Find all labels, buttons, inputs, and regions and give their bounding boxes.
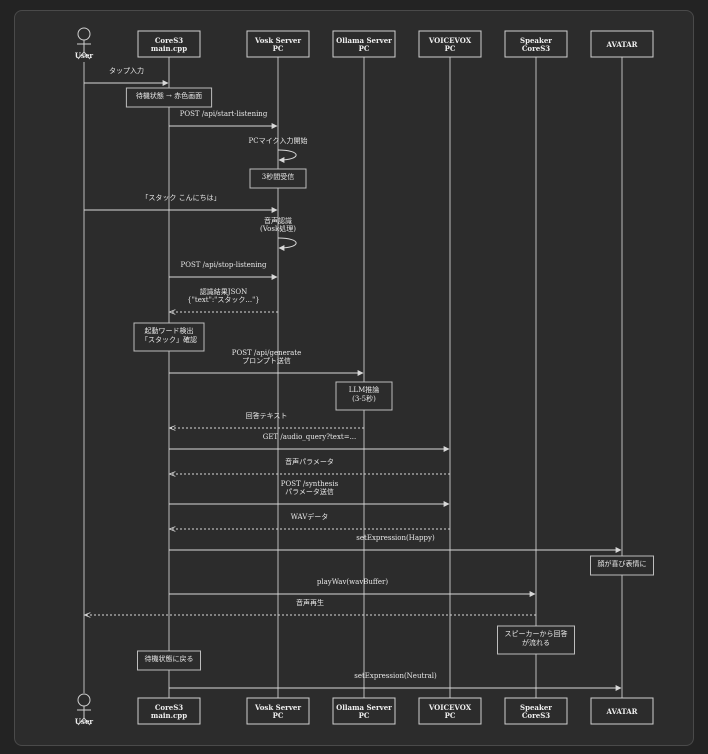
message-label: WAVデータ xyxy=(291,512,329,521)
note-label: スピーカーから回答 xyxy=(505,629,568,638)
participant-label: CoreS3 xyxy=(522,711,550,720)
message-label: 音声パラメータ xyxy=(285,457,334,466)
note-18: 顔が喜び表情に xyxy=(590,555,654,576)
message-label: setExpression(Happy) xyxy=(356,534,435,542)
participant-user-top: User xyxy=(75,27,93,60)
diagram-frame xyxy=(14,10,694,746)
note-label: 顔が喜び表情に xyxy=(598,559,647,568)
message-label: POST /api/generate xyxy=(232,349,302,357)
participant-label: CoreS3 xyxy=(155,36,183,45)
note-label: LLM推論 xyxy=(349,385,379,394)
participant-label: PC xyxy=(445,711,456,720)
message-5: 「スタック こんにちは」 xyxy=(84,193,278,213)
message-19: playWav(wavBuffer) xyxy=(169,578,536,597)
message-label: playWav(wavBuffer) xyxy=(317,578,389,586)
participant-label: Speaker xyxy=(520,36,552,45)
return-20: 音声再生 xyxy=(85,598,536,615)
note-label: 待機状態 → 赤色画面 xyxy=(136,91,202,100)
participant-label: PC xyxy=(273,711,284,720)
message-23: setExpression(Neutral) xyxy=(169,672,622,691)
message-label: POST /api/start-listening xyxy=(180,110,268,118)
participant-label: main.cpp xyxy=(151,44,187,53)
message-label: POST /api/stop-listening xyxy=(181,261,267,269)
message-13: GET /audio_query?text=... xyxy=(169,433,450,452)
participant-label: Ollama Server xyxy=(336,703,392,712)
participant-label: PC xyxy=(359,44,370,53)
participant-label: main.cpp xyxy=(151,711,187,720)
message-label: 「スタック こんにちは」 xyxy=(141,193,220,202)
note-11: LLM推論(3-5秒) xyxy=(335,381,393,411)
participant-label: AVATAR xyxy=(606,707,638,716)
message-17: setExpression(Happy) xyxy=(169,534,622,553)
self-message-3: PCマイク入力開始 xyxy=(249,136,308,163)
participant-label: VOICEVOX xyxy=(428,36,472,45)
note-label: 待機状態に戻る xyxy=(145,654,194,663)
self-message-label: (Vosk処理) xyxy=(260,224,296,233)
return-14: 音声パラメータ xyxy=(170,457,450,474)
note-label: 起動ワード検出 xyxy=(145,326,194,335)
self-message-6: 音声認識(Vosk処理) xyxy=(260,216,297,251)
message-label: プロンプト送信 xyxy=(242,356,291,365)
participant-avatar-bottom: AVATAR xyxy=(590,697,654,725)
note-label: (3-5秒) xyxy=(352,394,376,403)
participant-label: PC xyxy=(445,44,456,53)
note-label: が流れる xyxy=(522,638,550,647)
participant-label: AVATAR xyxy=(606,40,638,49)
message-label: 音声再生 xyxy=(296,598,324,607)
note-9: 起動ワード検出「スタック」確認 xyxy=(133,322,205,352)
participant-label: Ollama Server xyxy=(336,36,392,45)
self-message-label: 音声認識 xyxy=(264,216,292,225)
self-message-label: PCマイク入力開始 xyxy=(249,136,308,145)
participant-user-bottom: User xyxy=(75,693,93,726)
message-label: setExpression(Neutral) xyxy=(354,672,437,680)
return-12: 回答テキスト xyxy=(170,411,364,428)
note-label: 「スタック」確認 xyxy=(141,335,197,344)
message-label: 回答テキスト xyxy=(246,411,288,420)
actor-label: User xyxy=(75,717,93,726)
participant-label: Vosk Server xyxy=(254,703,301,712)
note-label: 3秒間受信 xyxy=(262,172,294,181)
return-16: WAVデータ xyxy=(170,512,450,529)
actor-label: User xyxy=(75,51,93,60)
note-1: 待機状態 → 赤色画面 xyxy=(125,87,213,108)
message-label: {"text":"スタック..."} xyxy=(187,295,260,304)
message-label: GET /audio_query?text=... xyxy=(263,433,357,441)
note-4: 3秒間受信 xyxy=(249,168,307,189)
participant-label: VOICEVOX xyxy=(428,703,472,712)
message-label: POST /synthesis xyxy=(281,480,339,488)
return-8: 認識結果JSON{"text":"スタック..."} xyxy=(170,287,278,312)
participant-avatar-top: AVATAR xyxy=(590,30,654,58)
participant-label: PC xyxy=(273,44,284,53)
message-2: POST /api/start-listening xyxy=(169,110,278,129)
message-label: パラメータ送信 xyxy=(285,487,334,496)
participant-label: CoreS3 xyxy=(155,703,183,712)
message-7: POST /api/stop-listening xyxy=(169,261,278,280)
participant-label: Speaker xyxy=(520,703,552,712)
message-0: タップ入力 xyxy=(84,66,169,86)
message-label: 認識結果JSON xyxy=(200,287,247,296)
participant-label: PC xyxy=(359,711,370,720)
note-22: 待機状態に戻る xyxy=(137,650,201,671)
participant-label: CoreS3 xyxy=(522,44,550,53)
participant-label: Vosk Server xyxy=(254,36,301,45)
message-label: タップ入力 xyxy=(109,66,144,75)
